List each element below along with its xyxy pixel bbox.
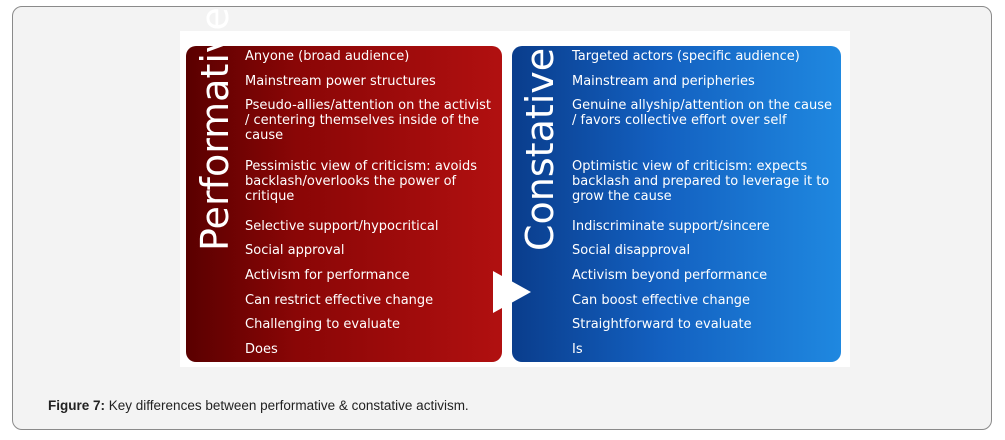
performative-title: Performative bbox=[193, 7, 237, 251]
performative-item: Selective support/hypocritical bbox=[245, 219, 439, 234]
constative-item: Can boost effective change bbox=[572, 293, 751, 308]
performative-item: Pessimistic view of criticism: avoids ba… bbox=[245, 159, 478, 204]
constative-item: Mainstream and peripheries bbox=[572, 74, 755, 89]
performative-item: Can restrict effective change bbox=[245, 293, 434, 308]
performative-item: Challenging to evaluate bbox=[245, 317, 400, 332]
performative-item: Mainstream power structures bbox=[245, 74, 436, 89]
constative-item: Activism beyond performance bbox=[572, 268, 768, 283]
constative-item: Genuine allyship/attention on the cause … bbox=[572, 98, 833, 128]
constative-item: Targeted actors (specific audience) bbox=[572, 49, 800, 64]
caption-text: Key differences between performative & c… bbox=[105, 398, 469, 413]
performative-item: Activism for performance bbox=[245, 268, 410, 283]
constative-item: Social disapproval bbox=[572, 243, 691, 258]
constative-item: Is bbox=[572, 342, 583, 357]
figure-caption: Figure 7: Key differences between perfor… bbox=[48, 398, 469, 413]
right-arrow-icon bbox=[493, 271, 531, 313]
caption-label: Figure 7: bbox=[48, 398, 106, 413]
performative-panel bbox=[186, 46, 502, 362]
performative-item: Does bbox=[245, 342, 278, 357]
performative-item: Social approval bbox=[245, 243, 345, 258]
figure-image: Performative Constative Anyone (broad au… bbox=[180, 7, 850, 367]
constative-item: Optimistic view of criticism: expects ba… bbox=[572, 159, 830, 204]
constative-item: Straightforward to evaluate bbox=[572, 317, 752, 332]
constative-panel bbox=[512, 46, 841, 362]
performative-item: Pseudo-allies/attention on the activist … bbox=[245, 98, 491, 143]
performative-item: Anyone (broad audience) bbox=[245, 49, 410, 64]
figure-frame: Performative Constative Anyone (broad au… bbox=[12, 6, 992, 430]
constative-title: Constative bbox=[518, 47, 562, 251]
constative-item: Indiscriminate support/sincere bbox=[572, 219, 770, 234]
